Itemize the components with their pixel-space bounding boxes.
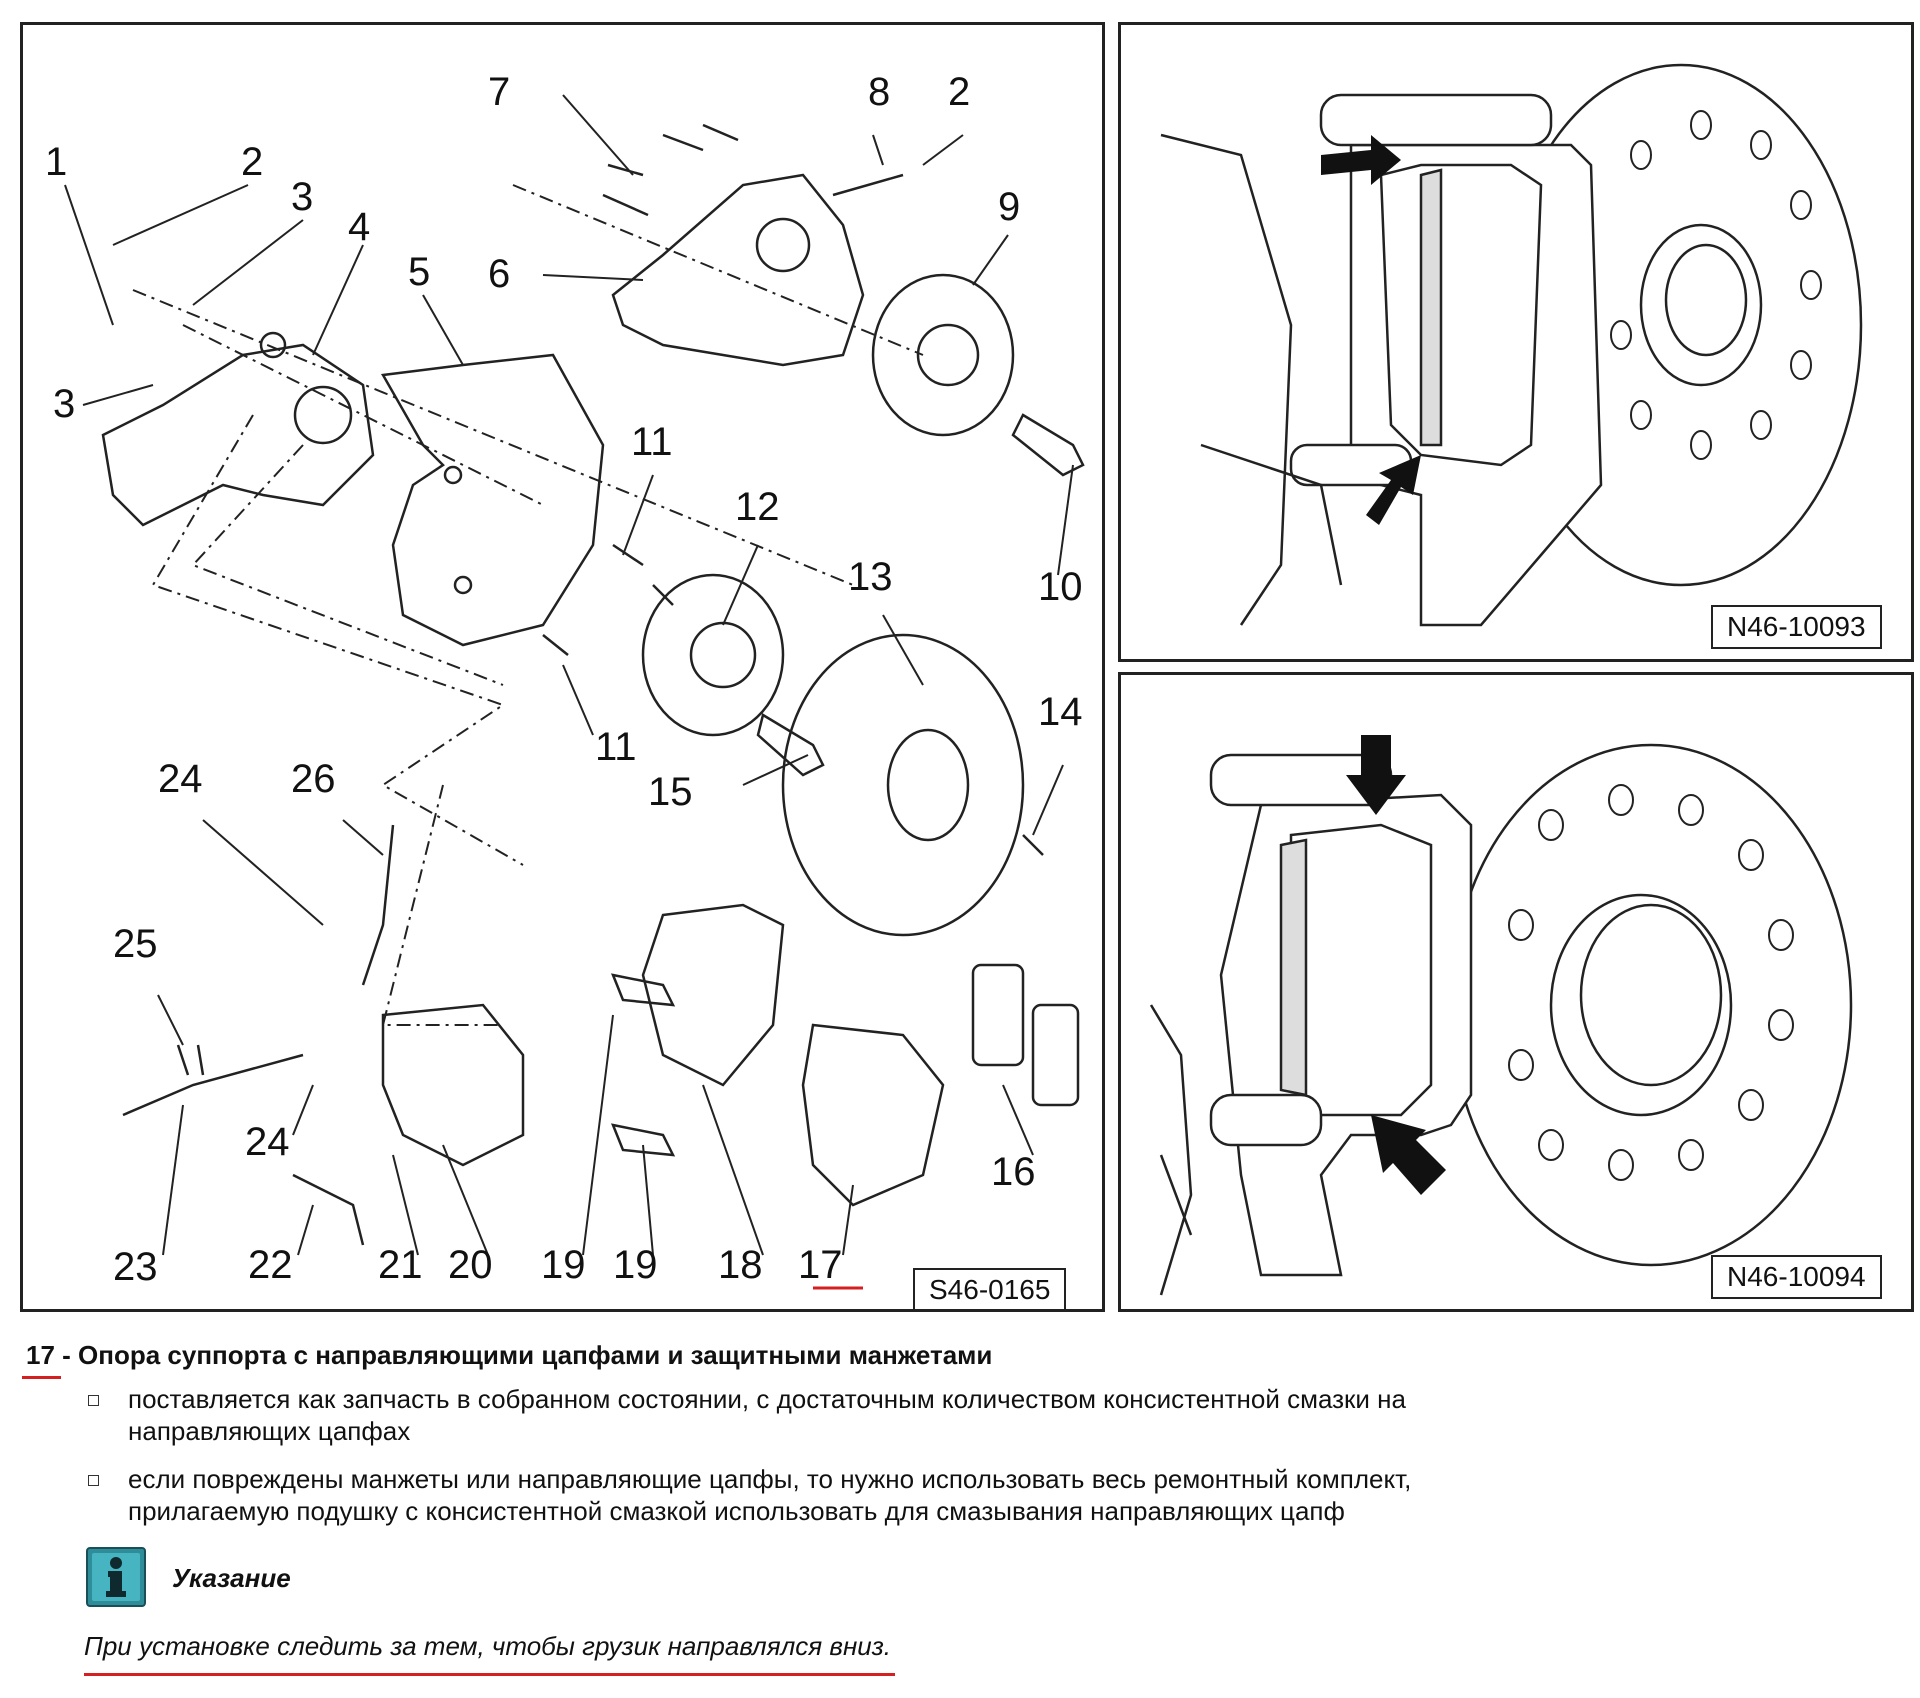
arrow-marks-top [1321,135,1421,525]
item-description: 17 - Опора суппорта с направляющими цапф… [22,1340,1886,1676]
bullet-item: если повреждены манжеты или направляющие… [26,1463,1528,1527]
bullet-text: поставляется как запчасть в собранном со… [128,1384,1406,1446]
detail-drawing-top-art [1160,63,1863,627]
callout-9: 9 [998,185,1020,229]
callout-6: 6 [488,252,510,296]
callout-labels: 1 2 3 4 5 6 7 8 2 9 3 10 11 11 12 13 14 … [45,70,1083,1289]
callout-2a: 2 [241,140,263,184]
figure-id-bottom: N46-10094 [1711,1255,1882,1299]
callout-26: 26 [291,757,336,801]
callout-14: 14 [1038,690,1083,734]
callout-8: 8 [868,70,890,114]
callout-11b: 11 [595,725,637,769]
callout-24b: 24 [245,1120,290,1164]
callout-12: 12 [735,485,780,529]
note-box: Указание [26,1547,1886,1617]
callout-25: 25 [113,922,158,966]
callout-16: 16 [991,1150,1036,1194]
callout-4: 4 [348,205,370,249]
arrow-marks-bottom [1346,735,1446,1195]
exploded-view-drawing: 1 2 3 4 5 6 7 8 2 9 3 10 11 11 12 13 14 … [45,70,1085,1290]
bullet-square-icon [88,1475,99,1486]
figure-id-main: S46-0165 [913,1268,1067,1309]
callout-2b: 2 [948,70,970,114]
callout-19b: 19 [613,1243,658,1287]
figure-id-top: N46-10093 [1711,605,1882,649]
callout-5: 5 [408,250,430,294]
callout-17: 17 [798,1243,843,1287]
bullet-text: если повреждены манжеты или направляющие… [128,1464,1412,1526]
callout-21: 21 [378,1243,423,1287]
callout-18: 18 [718,1243,763,1287]
detail-drawing-top: N46-10093 [1118,22,1914,662]
callout-23: 23 [113,1245,158,1289]
callout-24a: 24 [158,757,203,801]
detail-drawing-bottom: N46-10094 [1118,672,1914,1312]
item-title: Опора суппорта с направляющими цапфами и… [78,1340,993,1370]
note-text: При установке следить за тем, чтобы груз… [84,1631,896,1676]
item-number: 17 [22,1340,61,1379]
callout-3b: 3 [53,382,75,426]
callout-10: 10 [1038,565,1083,609]
bullet-square-icon [88,1395,99,1406]
detail-drawing-bottom-art [1149,735,1853,1296]
item-heading: 17 - Опора суппорта с направляющими цапф… [22,1340,1886,1379]
callout-11a: 11 [631,420,673,464]
callout-13: 13 [848,555,893,599]
info-icon [86,1547,146,1607]
callout-1: 1 [45,140,67,184]
callout-15: 15 [648,770,693,814]
item-separator: - [54,1340,79,1370]
callout-19a: 19 [541,1243,586,1287]
bullet-item: поставляется как запчасть в собранном со… [26,1383,1528,1447]
callout-7: 7 [488,70,510,114]
note-title: Указание [172,1563,291,1593]
callout-20: 20 [448,1243,493,1287]
callout-22: 22 [248,1243,293,1287]
exploded-view-diagram: 1 2 3 4 5 6 7 8 2 9 3 10 11 11 12 13 14 … [20,22,1105,1312]
callout-3a: 3 [291,175,313,219]
